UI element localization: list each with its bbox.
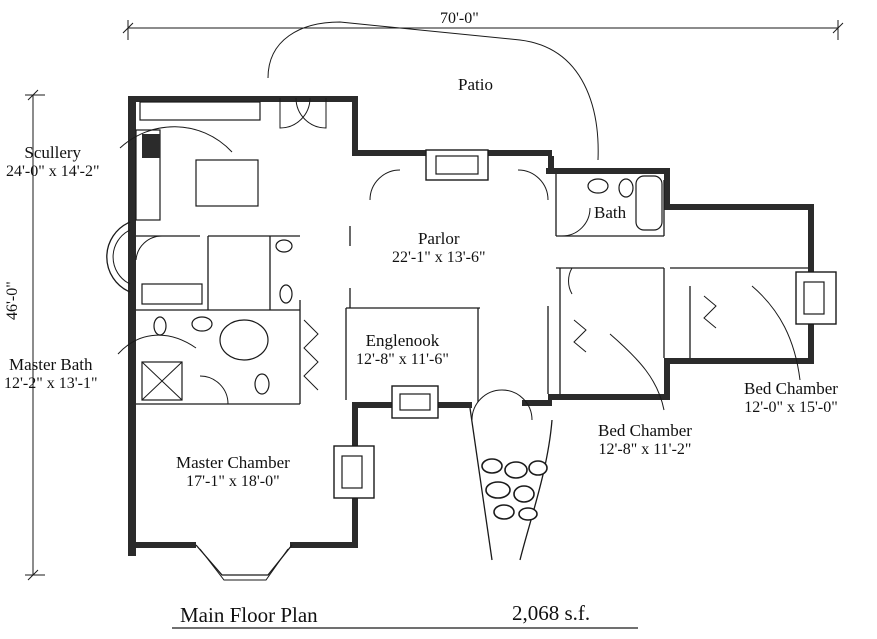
scullery-label: Scullery 24'-0" x 14'-2" (6, 143, 100, 180)
entry-walkway (469, 407, 553, 561)
master-tub (219, 319, 269, 361)
englenook-name: Englenook (365, 331, 440, 350)
width-dimension: 70'-0" (440, 10, 479, 27)
bed-chamber-1-label: Bed Chamber 12'-8" x 11'-2" (598, 421, 692, 458)
depth-dimension: 46'-0" (4, 281, 21, 320)
scullery-name: Scullery (24, 143, 82, 162)
parlor-label: Parlor 22'-1" x 13'-6" (392, 229, 486, 266)
master-chamber-dim: 17'-1" x 18'-0" (186, 472, 280, 490)
bed-chamber-1-name: Bed Chamber (598, 421, 692, 440)
scullery-dim: 24'-0" x 14'-2" (6, 162, 100, 180)
closet-doors (303, 319, 319, 391)
interior-walls (136, 174, 808, 405)
master-bath-dim: 12'-2" x 13'-1" (4, 374, 98, 392)
bathtub (635, 175, 663, 231)
dimension-lines (25, 20, 844, 581)
englenook-dim: 12'-8" x 11'-6" (356, 350, 449, 368)
bed-chamber-2-dim: 12'-0" x 15'-0" (744, 398, 838, 416)
master-chamber-label: Master Chamber 17'-1" x 18'-0" (176, 453, 290, 490)
parlor-dim: 22'-1" x 13'-6" (392, 248, 486, 266)
patio-label: Patio (458, 75, 493, 94)
bath-label: Bath (594, 203, 627, 222)
door-swings (135, 97, 591, 421)
turret (106, 221, 131, 293)
plan-title: Main Floor Plan (180, 603, 318, 627)
leader-lines (117, 126, 801, 411)
parlor-name: Parlor (417, 229, 460, 248)
master-bath-name: Master Bath (8, 355, 93, 374)
bed-chamber-2-name: Bed Chamber (744, 379, 838, 398)
patio-outline (267, 21, 599, 161)
bed-chamber-1-dim: 12'-8" x 11'-2" (598, 440, 692, 458)
plan-area: 2,068 s.f. (512, 601, 591, 625)
stepping-stones (481, 458, 548, 521)
bed-chamber-2-label: Bed Chamber 12'-0" x 15'-0" (744, 379, 838, 416)
master-bath-label: Master Bath 12'-2" x 13'-1" (4, 355, 98, 392)
master-chamber-name: Master Chamber (176, 453, 290, 472)
bay-window (195, 544, 293, 576)
kitchen-island (195, 159, 259, 207)
englenook-label: Englenook 12'-8" x 11'-6" (356, 331, 449, 368)
